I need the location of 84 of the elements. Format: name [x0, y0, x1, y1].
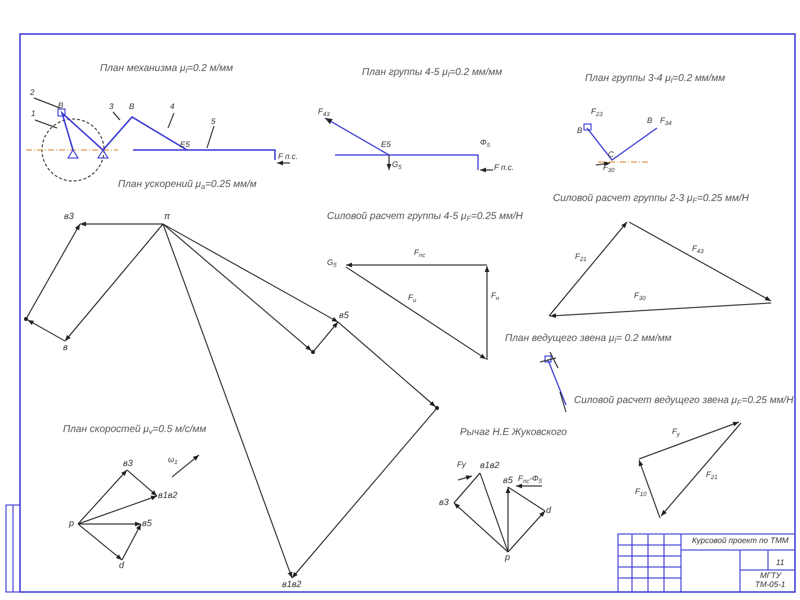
point-label: d [546, 505, 552, 516]
drawing-label: F$_{34}$ [660, 116, 672, 126]
drawing-label: 4 [170, 102, 174, 112]
point-label: p [69, 518, 74, 529]
point-label: в3 [64, 211, 74, 222]
title-block-text: ТМ-05-1 [755, 580, 786, 590]
vector-arrow [78, 524, 122, 560]
drawing-label: F$_{30}$ [634, 291, 646, 301]
drawing-label: F$_{н}$ [491, 291, 500, 301]
drawing-label: F$_{21}$ [575, 252, 587, 262]
drawing-label: C [608, 150, 614, 160]
drawing-label: Φ$_{5}$ [480, 138, 490, 148]
vertex-point [24, 317, 28, 321]
drawing-label: B [129, 102, 134, 112]
point-label: в [63, 342, 68, 353]
section-title: План ведущего звена μ$_{l}$= 0.2 мм/мм [505, 332, 672, 345]
point-label: в3 [439, 497, 449, 508]
drawing-label: F$_{43}$ [692, 244, 704, 254]
vector-arrow [454, 502, 508, 552]
title-block-text: Курсовой проект по ТММ [692, 536, 789, 546]
point-label: p [505, 552, 510, 563]
drawing-label: F$_{пс}$-Φ$_{5}$ [518, 474, 542, 484]
section-title: План скоростей μ$_{v}$=0.5 м/с/мм [63, 423, 206, 436]
drawing-label: F$_{10}$ [635, 487, 647, 497]
section-title: Силовой расчет группы 4-5 μ$_{F}$=0.25 мм/Н [327, 210, 523, 223]
vector-arrow [80, 222, 164, 226]
drawing-label: F$_{23}$ [591, 107, 603, 117]
drawing-label: B [647, 116, 652, 126]
vector-arrow [27, 319, 66, 342]
drawing-label: F$_{30}$ [603, 163, 615, 173]
point-label: π [164, 211, 170, 222]
drawing-label: B [58, 101, 64, 111]
vector-arrow [508, 510, 546, 552]
drawing-label: E5 [381, 140, 391, 150]
vector-arrow [162, 224, 292, 578]
section-title: План ускорений μ$_{a}$=0.25 мм/м [118, 178, 257, 191]
drawing-label: F$_{43}$ [318, 107, 330, 117]
vector-arrow [126, 470, 158, 496]
vector-arrow [338, 322, 436, 408]
title-block-text: 11 [776, 558, 784, 568]
drawing-label: ω$_{1}$ [168, 455, 178, 465]
point-label: в1в2 [158, 490, 178, 501]
drawing-label: G$_{5}$ [392, 160, 402, 170]
drawing-label: 2 [30, 88, 34, 98]
vertex-point [311, 350, 315, 354]
point-label: в5 [503, 475, 513, 486]
point-label: в1в2 [480, 460, 500, 471]
vector-arrow [506, 486, 510, 552]
drawing-label: 3 [109, 102, 114, 112]
section-title: Силовой расчет группы 2-3 μ$_{F}$=0.25 мм/Н [553, 192, 749, 205]
vector-arrow [162, 224, 338, 322]
vector-arrow [78, 496, 158, 524]
vector-arrow [292, 409, 436, 578]
section-title: План группы 3-4 μ$_{l}$=0.2 мм/мм [585, 72, 726, 85]
point-label: в1в2 [282, 579, 302, 590]
drawing-label: F п.с. [278, 152, 298, 162]
vector-arrow [122, 524, 142, 560]
point-label: в3 [123, 458, 133, 469]
vector-arrow [78, 470, 128, 524]
point-label: в5 [339, 310, 349, 321]
vector-arrow [162, 224, 312, 352]
section-title: План механизма μ$_{l}$=0.2 м/мм [100, 62, 233, 75]
section-title: Силовой расчет ведущего звена μ$_{F}$=0.25 мм/Н [574, 394, 794, 407]
drawing-label: F$_{21}$ [706, 470, 718, 480]
drawing-label: F$_{у}$ [672, 427, 680, 437]
drawing-label: 1 [31, 109, 36, 119]
point-label: в5 [142, 518, 152, 529]
point-label: d [119, 560, 124, 571]
drawing-label: F п.с. [494, 163, 514, 173]
drawing-label: G$_{5}$ [327, 258, 337, 268]
drawing-label: E5 [180, 140, 190, 150]
section-title: Рычаг Н.Е Жуковского [460, 426, 567, 439]
drawing-label: F$_{пс}$ [414, 248, 426, 258]
drawing-label: Fy [457, 460, 466, 470]
vector-arrow [314, 322, 338, 351]
vector-arrow [78, 522, 142, 526]
drawing-label: B [577, 126, 582, 136]
drawing-label: F$_{и}$ [408, 293, 416, 303]
vector-arrow [64, 224, 164, 342]
vertex-point [435, 406, 439, 410]
vector-arrow [26, 224, 80, 318]
title-block-text: МГТУ [760, 571, 782, 581]
section-title: План группы 4-5 μ$_{l}$=0.2 мм/мм [362, 66, 502, 79]
drawing-label: 5 [211, 117, 216, 127]
